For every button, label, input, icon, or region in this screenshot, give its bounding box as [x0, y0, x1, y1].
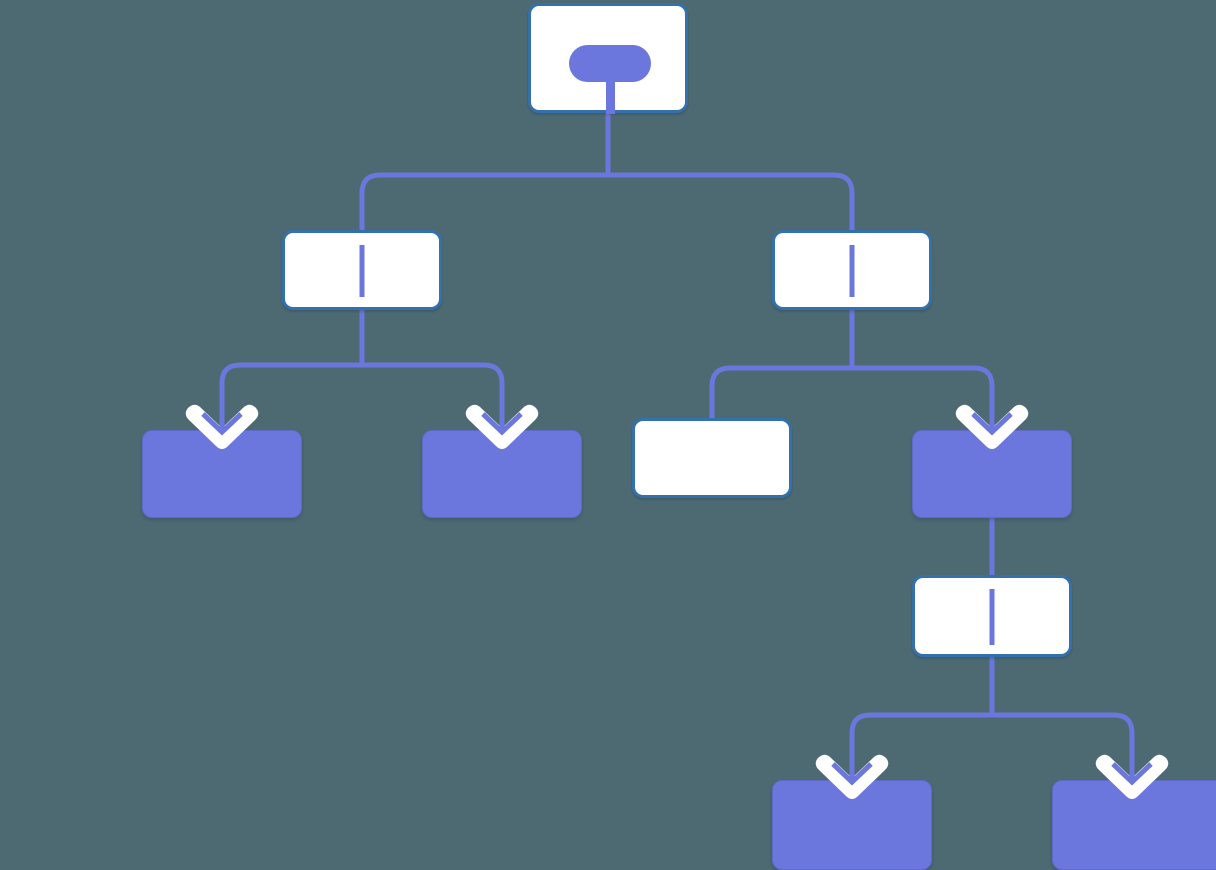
node-l3a[interactable] — [142, 430, 302, 518]
node-root[interactable] — [528, 3, 688, 114]
node-l5b[interactable] — [1052, 780, 1216, 870]
root-stem-shape — [606, 78, 615, 114]
node-l3b[interactable] — [422, 430, 582, 518]
node-l5a[interactable] — [772, 780, 932, 870]
node-l3c[interactable] — [632, 418, 792, 498]
node-l3d[interactable] — [912, 430, 1072, 518]
root-pill-shape — [569, 45, 651, 82]
node-l2b[interactable] — [772, 230, 932, 310]
node-l4a[interactable] — [912, 575, 1072, 657]
node-l2a[interactable] — [282, 230, 442, 310]
